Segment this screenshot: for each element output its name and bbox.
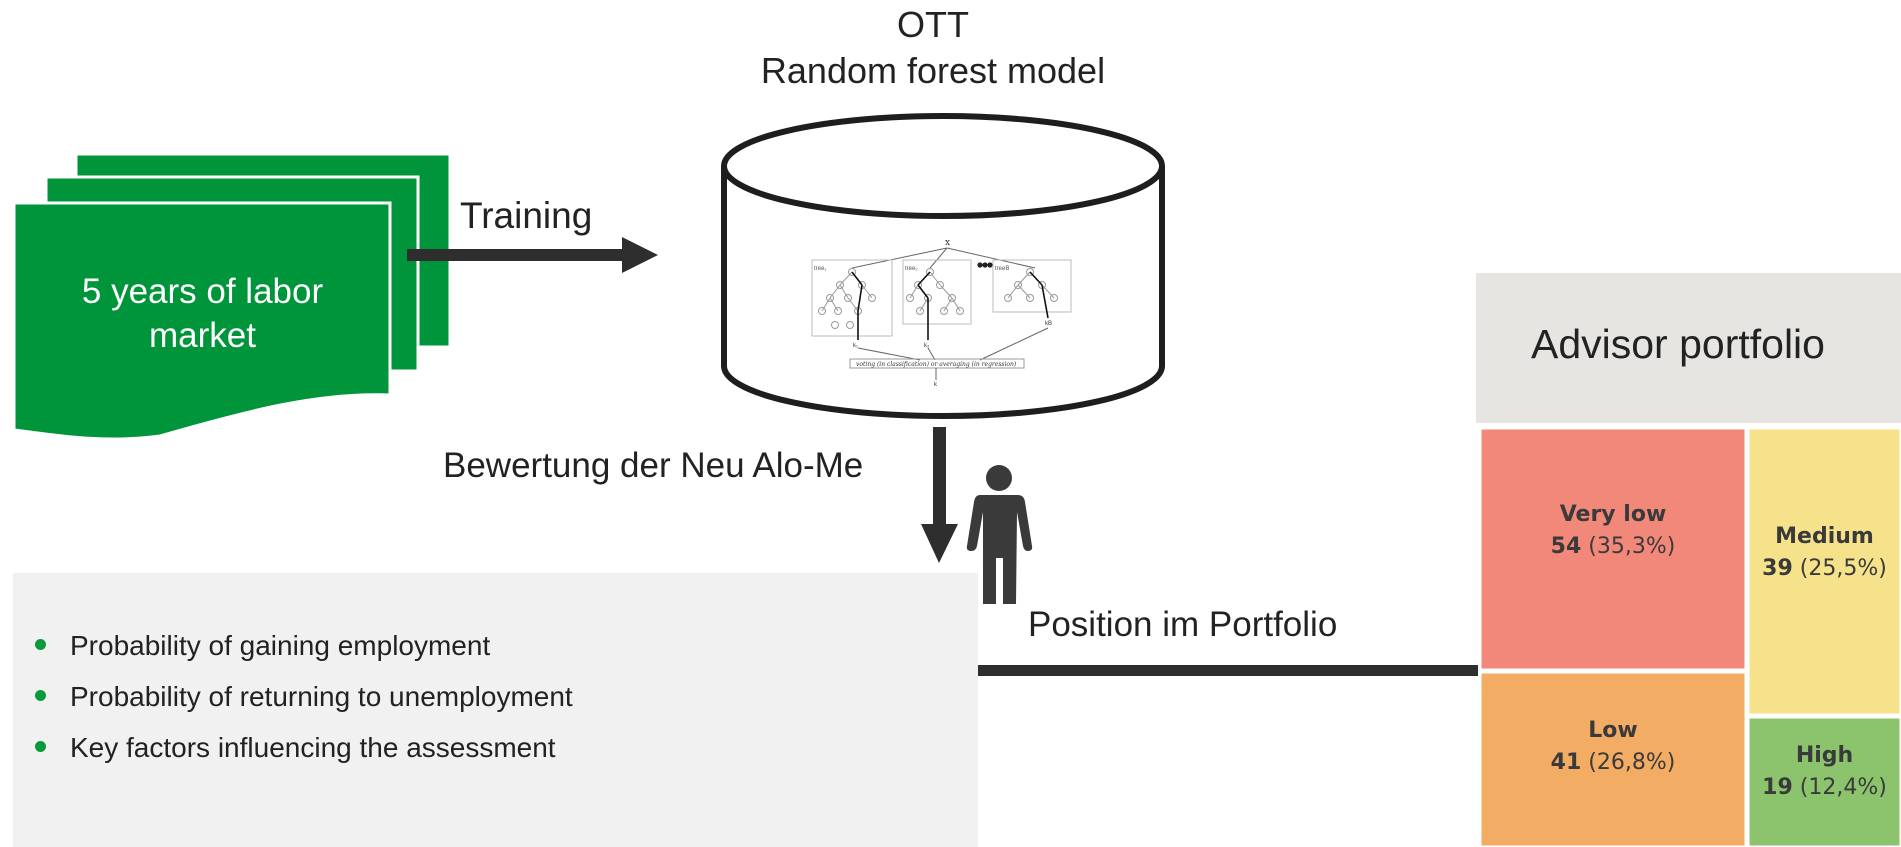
assessment-label: Bewertung der Neu Alo-Me bbox=[443, 446, 864, 485]
svg-text:k₁: k₁ bbox=[853, 343, 858, 349]
results-item-text: Key factors influencing the assessment bbox=[70, 732, 556, 763]
results-item-text: Probability of gaining employment bbox=[70, 630, 491, 661]
tile-label: Medium bbox=[1775, 524, 1874, 549]
portfolio-title: Advisor portfolio bbox=[1531, 321, 1825, 367]
tile-count: 41 bbox=[1550, 750, 1582, 775]
portfolio-connector bbox=[973, 665, 1478, 676]
tile-percent: (25,5%) bbox=[1799, 556, 1887, 581]
svg-text:treeB: treeB bbox=[995, 266, 1009, 272]
random-forest-cylinder bbox=[721, 113, 1165, 419]
svg-text:k₂: k₂ bbox=[924, 343, 930, 349]
results-list-item: Probability of gaining employment bbox=[13, 626, 573, 677]
tile-count: 19 bbox=[1762, 775, 1793, 800]
training-arrow bbox=[407, 237, 658, 273]
portfolio-treemap bbox=[1478, 426, 1901, 847]
results-list-item: Key factors influencing the assessment bbox=[13, 728, 573, 779]
bullet-icon bbox=[35, 639, 46, 650]
svg-text:voting (in classification) or: voting (in classification) or averaging … bbox=[856, 361, 1017, 368]
model-title-line1: OTT bbox=[897, 4, 969, 45]
bullet-icon bbox=[35, 690, 46, 701]
results-item-text: Probability of returning to unemployment bbox=[70, 681, 573, 712]
svg-text:tree₂: tree₂ bbox=[905, 266, 918, 272]
random-forest-diagram: x tree₁ tree₂ treeB bbox=[811, 238, 1072, 388]
svg-text:k: k bbox=[934, 382, 938, 388]
portfolio-header: Advisor portfolio bbox=[1476, 273, 1901, 423]
training-label: Training bbox=[460, 195, 593, 236]
svg-text:kB: kB bbox=[1045, 321, 1052, 327]
tile-medium-bg bbox=[1746, 426, 1901, 717]
bullet-icon bbox=[35, 741, 46, 752]
tile-high: High 19 (12,4%) bbox=[1748, 741, 1901, 805]
tile-label: Very low bbox=[1559, 502, 1667, 527]
tile-label: Low bbox=[1588, 718, 1638, 743]
tile-count: 54 bbox=[1550, 534, 1582, 559]
tile-percent: (12,4%) bbox=[1799, 775, 1887, 800]
tile-low: Low 41 (26,8%) bbox=[1480, 716, 1746, 780]
svg-text:x: x bbox=[945, 238, 950, 248]
tile-percent: (35,3%) bbox=[1588, 534, 1676, 559]
tile-high-bg bbox=[1746, 715, 1901, 847]
assessment-arrow bbox=[921, 427, 958, 563]
tile-label: High bbox=[1795, 743, 1854, 768]
results-list: Probability of gaining employment Probab… bbox=[13, 626, 573, 779]
tile-percent: (26,8%) bbox=[1588, 750, 1676, 775]
documents-label: 5 years of labor market bbox=[81, 272, 324, 355]
tile-value: 39 (25,5%) bbox=[1748, 552, 1901, 586]
model-title: OTT Random forest model bbox=[650, 2, 1216, 94]
tile-very-low-bg bbox=[1478, 426, 1748, 672]
tile-count: 39 bbox=[1762, 556, 1793, 581]
model-title-line2: Random forest model bbox=[760, 50, 1106, 91]
tile-value: 54 (35,3%) bbox=[1480, 530, 1746, 564]
results-list-item: Probability of returning to unemployment bbox=[13, 677, 573, 728]
results-panel: Probability of gaining employment Probab… bbox=[13, 573, 978, 847]
tile-value: 41 (26,8%) bbox=[1480, 746, 1746, 780]
position-label: Position im Portfolio bbox=[1028, 605, 1338, 644]
tile-medium: Medium 39 (25,5%) bbox=[1748, 522, 1901, 586]
tile-value: 19 (12,4%) bbox=[1748, 771, 1901, 805]
tile-low-bg bbox=[1478, 670, 1748, 847]
svg-text:tree₁: tree₁ bbox=[814, 266, 826, 272]
tile-very-low: Very low 54 (35,3%) bbox=[1480, 500, 1746, 564]
documents-stack-icon bbox=[12, 152, 452, 441]
person-icon bbox=[966, 465, 1033, 604]
